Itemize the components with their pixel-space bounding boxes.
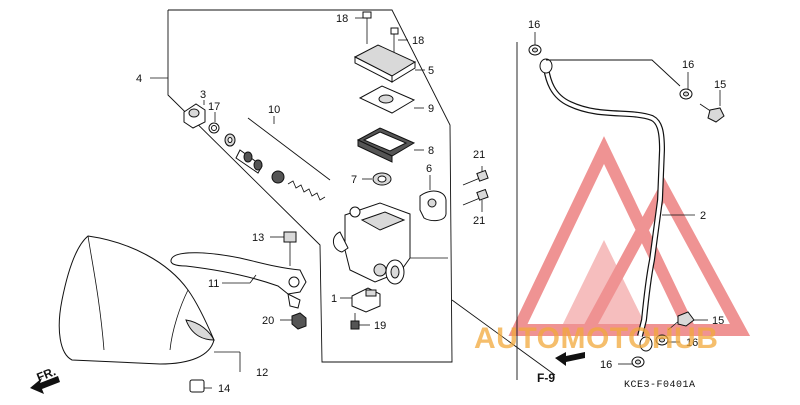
callout-14: 14 bbox=[218, 383, 230, 395]
washer-10 bbox=[224, 133, 236, 147]
callout-11: 11 bbox=[208, 278, 219, 290]
circlip-17 bbox=[208, 112, 220, 134]
callout-15-bottom: 15 bbox=[712, 315, 724, 327]
holder-6 bbox=[419, 175, 447, 222]
leader-10-frame bbox=[247, 117, 331, 181]
bolt-15-top bbox=[699, 90, 725, 123]
callout-9: 9 bbox=[428, 103, 434, 115]
callout-4: 4 bbox=[136, 73, 142, 85]
callout-17: 17 bbox=[208, 101, 220, 113]
callout-18-right: 18 bbox=[412, 35, 424, 47]
callout-16-top-right: 16 bbox=[682, 59, 694, 71]
washer-16-bottom-right bbox=[655, 334, 680, 346]
watermark-logo bbox=[508, 136, 751, 336]
screw-18-top bbox=[355, 11, 372, 44]
watermark-text: AUTOMOTOHUB bbox=[474, 322, 718, 355]
screw-19 bbox=[350, 313, 370, 330]
washer-16-top-left bbox=[528, 32, 542, 56]
set-plate-9 bbox=[358, 85, 424, 114]
boot-3 bbox=[183, 100, 206, 129]
figure-ref-arrow bbox=[555, 352, 585, 366]
callout-1: 1 bbox=[331, 293, 337, 305]
figure-reference: F-9 bbox=[537, 371, 555, 385]
front-direction-arrow bbox=[30, 376, 60, 394]
drawing-code: KCE3-F0401A bbox=[624, 380, 696, 391]
callout-21-top: 21 bbox=[473, 149, 485, 161]
nut-20 bbox=[280, 312, 307, 330]
front-label: FR. bbox=[35, 364, 58, 384]
callout-2: 2 bbox=[700, 210, 706, 222]
callout-18-top: 18 bbox=[336, 13, 348, 25]
hose-frame-top bbox=[546, 59, 681, 87]
callout-labels: 18 18 5 9 8 7 6 21 21 4 3 17 10 13 11 1 … bbox=[136, 13, 726, 395]
cup-10 bbox=[271, 170, 285, 184]
spring-10 bbox=[287, 180, 326, 201]
knuckle-guard-12 bbox=[58, 235, 241, 372]
callout-19: 19 bbox=[374, 320, 386, 332]
callout-10: 10 bbox=[268, 104, 280, 116]
callout-21-bottom: 21 bbox=[473, 215, 485, 227]
brake-switch-1 bbox=[340, 287, 381, 313]
callout-6: 6 bbox=[426, 163, 432, 175]
callout-12: 12 bbox=[256, 367, 268, 379]
washer-16-bottom-left bbox=[618, 356, 645, 368]
watermark-triangle-inner bbox=[560, 240, 648, 330]
hose-frame-bottom bbox=[451, 299, 556, 376]
watermark-triangle-right bbox=[577, 177, 751, 336]
bolt-15-bottom bbox=[667, 311, 708, 331]
float-7 bbox=[362, 172, 392, 186]
bolt-14 bbox=[189, 379, 212, 393]
callout-15-top: 15 bbox=[714, 79, 726, 91]
callout-8: 8 bbox=[428, 145, 434, 157]
callout-3: 3 bbox=[200, 89, 206, 101]
callout-13: 13 bbox=[252, 232, 264, 244]
callout-5: 5 bbox=[428, 65, 434, 77]
bolt-21-top bbox=[462, 166, 489, 186]
washer-16-top-right bbox=[679, 72, 693, 100]
bolt-21-bottom bbox=[462, 188, 489, 212]
diaphragm-8 bbox=[356, 127, 424, 163]
piston-10 bbox=[235, 149, 263, 174]
reservoir-cap-5 bbox=[353, 44, 425, 83]
callout-16-top-left: 16 bbox=[528, 19, 540, 31]
callout-16-bottom-right: 16 bbox=[686, 337, 698, 349]
brake-lever-11 bbox=[170, 252, 307, 309]
brake-hose-2 bbox=[539, 58, 695, 352]
pivot-bolt-13 bbox=[270, 231, 297, 266]
callout-20: 20 bbox=[262, 315, 274, 327]
master-cylinder-body bbox=[333, 202, 448, 285]
callout-16-bottom-left: 16 bbox=[600, 359, 612, 371]
callout-7: 7 bbox=[351, 174, 357, 186]
